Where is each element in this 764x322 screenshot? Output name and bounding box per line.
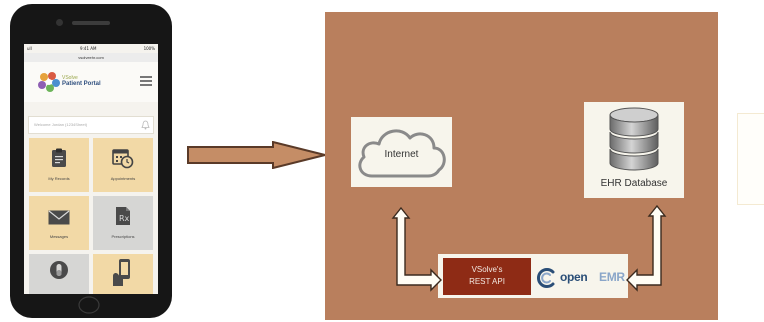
tile-messages[interactable]: Messages — [29, 196, 89, 250]
url-bar[interactable]: vsolveehr.com — [24, 53, 158, 62]
tile-label: Prescriptions — [111, 234, 135, 239]
svg-text:Rx: Rx — [119, 214, 130, 223]
internet-api-connector — [391, 206, 442, 292]
tile-my-records[interactable]: My Records — [29, 138, 89, 192]
tile-prescriptions[interactable]: Rx Prescriptions — [93, 196, 153, 250]
status-bar: ull 9:41 AM 100% — [24, 44, 158, 53]
calendar-clock-icon — [112, 149, 134, 169]
phone-screen: ull 9:41 AM 100% vsolveehr.com VSolve Pa… — [24, 44, 158, 294]
phone-hand-icon — [113, 259, 130, 286]
faint-box — [737, 113, 764, 205]
bell-icon[interactable] — [141, 120, 150, 130]
welcome-text: Welcome Jordan (1234Sheet) — [34, 122, 88, 127]
battery-level: 100% — [143, 46, 155, 51]
welcome-bar[interactable]: Welcome Jordan (1234Sheet) — [28, 116, 154, 134]
status-time: 9:41 AM — [80, 46, 97, 51]
home-button-icon[interactable] — [78, 296, 100, 314]
tile-label: My Records — [48, 176, 70, 181]
earpiece-speaker — [72, 21, 110, 25]
hamburger-menu-icon[interactable] — [140, 76, 152, 86]
brand-name: VSolve — [62, 75, 78, 81]
vsolve-logo-icon — [38, 72, 60, 92]
prescription-icon: Rx — [116, 207, 130, 225]
signal-indicator: ull — [27, 46, 32, 51]
front-camera — [56, 19, 63, 26]
tile-label: Appointments — [110, 176, 136, 181]
openemr-text-emr: EMR — [599, 270, 625, 284]
openemr-logo: open EMR — [536, 262, 626, 292]
tile-telehealth[interactable] — [93, 254, 153, 294]
openemr-text-open: open — [560, 270, 588, 284]
tile-label: Messages — [49, 234, 69, 239]
tile-appointments[interactable]: Appointments — [93, 138, 153, 192]
capsule-icon — [50, 261, 68, 279]
rest-api-line1: VSolve's — [471, 265, 503, 274]
internet-node: Internet — [351, 117, 452, 187]
database-icon — [609, 107, 659, 171]
cloud-icon — [358, 129, 446, 178]
rest-api-line2: REST API — [469, 277, 505, 286]
app-header: VSolve Patient Portal — [24, 62, 158, 102]
flow-arrow-icon — [187, 141, 326, 169]
internet-label: Internet — [384, 149, 419, 160]
database-openemr-connector — [626, 204, 667, 292]
openemr-mark-icon — [537, 268, 555, 288]
rest-api-node: VSolve's REST API — [443, 258, 531, 295]
smartphone: ull 9:41 AM 100% vsolveehr.com VSolve Pa… — [10, 4, 172, 318]
clipboard-icon — [52, 148, 66, 167]
database-label: EHR Database — [600, 178, 668, 189]
brand-subtitle: Patient Portal — [62, 81, 101, 87]
ehr-database-node: EHR Database — [584, 102, 684, 198]
envelope-icon — [48, 210, 70, 225]
tile-medications[interactable] — [29, 254, 89, 294]
